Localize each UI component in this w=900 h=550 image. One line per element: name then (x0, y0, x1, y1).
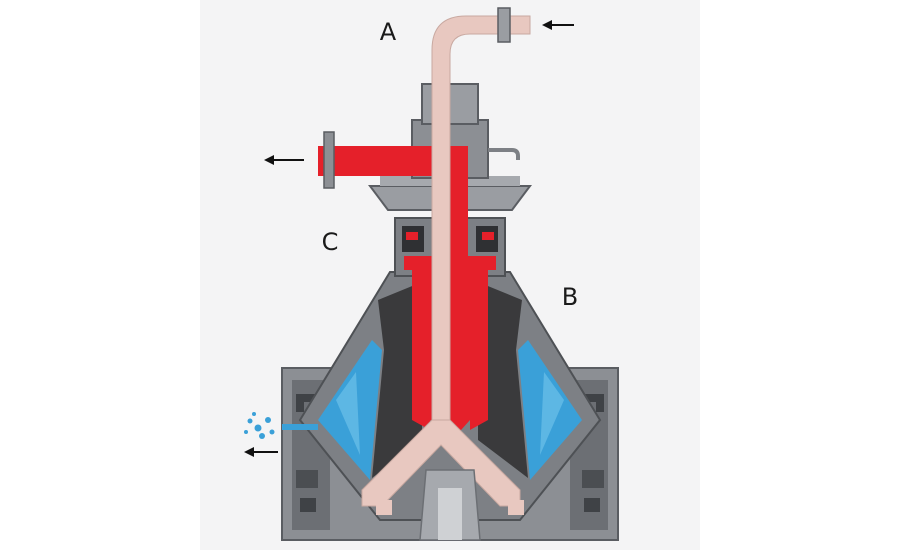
label-c: C (322, 228, 339, 256)
discharge-arrow (244, 447, 278, 457)
disc-stack-right (478, 282, 528, 478)
disc-stack-left (372, 282, 422, 478)
feed-path (361, 7, 531, 515)
heavy-phase-discharge (244, 412, 318, 439)
label-a: A (380, 18, 397, 46)
inlet-arrow (542, 20, 574, 30)
outlet-arrow (264, 155, 304, 165)
label-b: B (562, 283, 578, 311)
spindle (419, 469, 481, 541)
